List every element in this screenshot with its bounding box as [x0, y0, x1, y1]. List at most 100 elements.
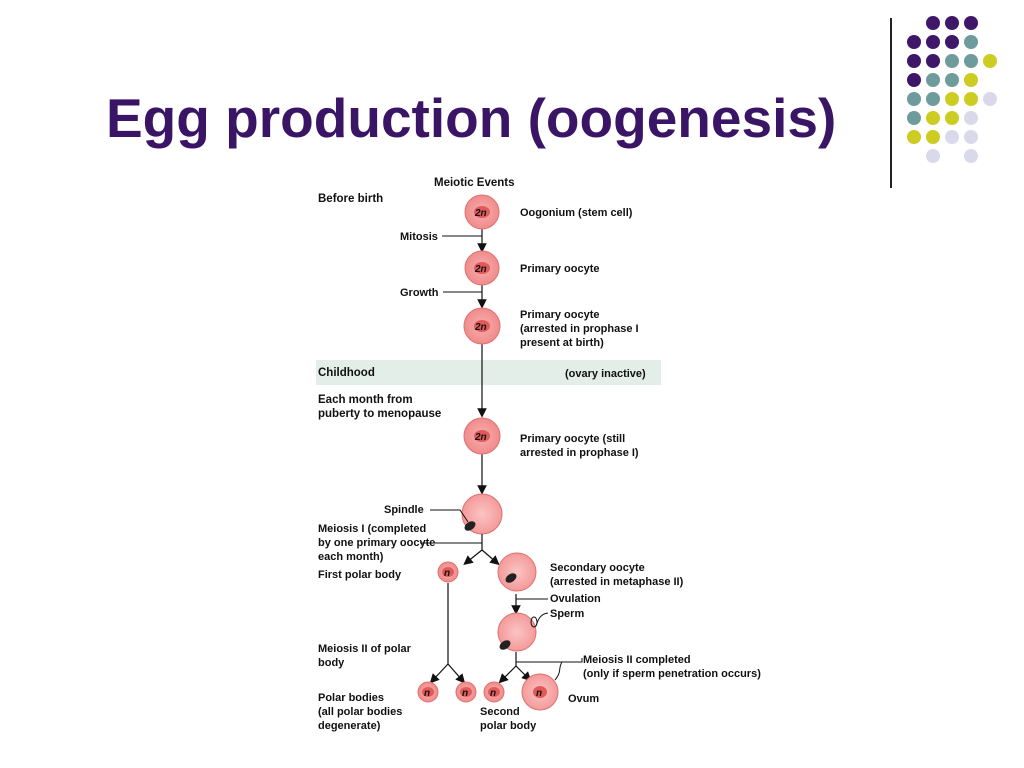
decor-dot: [964, 92, 978, 106]
oogenesis-diagram: Meiotic Events Before birth Childhood (o…: [316, 177, 761, 732]
label-meiosis2-polar-1: Meiosis II of polar: [318, 643, 412, 655]
sperm-tail: [535, 612, 549, 627]
decor-dot: [964, 111, 978, 125]
decor-dot: [926, 92, 940, 106]
label-primary-arrested-1: Primary oocyte: [520, 309, 599, 321]
cell-secondary-oocyte: [497, 552, 537, 592]
label-meiosis2-completed-2: (only if sperm penetration occurs): [583, 668, 761, 680]
mitosis-label: Mitosis: [400, 231, 438, 243]
cell-fertilizing-oocyte: [497, 612, 538, 652]
growth-label: Growth: [400, 287, 439, 299]
decor-dot: [945, 111, 959, 125]
cell-meiosis-one: [461, 493, 503, 535]
svg-text:n: n: [444, 568, 450, 579]
decor-dot: [926, 111, 940, 125]
decor-dot: [926, 16, 940, 30]
label-ovulation: Ovulation: [550, 593, 601, 605]
svg-text:n: n: [490, 688, 496, 699]
decor-dot: [964, 54, 978, 68]
decor-dot: [964, 16, 978, 30]
label-secondary-2: (arrested in metaphase II): [550, 576, 684, 588]
decor-dot: [926, 35, 940, 49]
label-second-polar-1: Second: [480, 706, 520, 718]
label-meiosis1-1: Meiosis I (completed: [318, 523, 426, 535]
stage-childhood: Childhood: [318, 367, 375, 379]
label-meiosis1-2: by one primary oocyte: [318, 537, 435, 549]
decor-dot: [926, 130, 940, 144]
label-primary-still-2: arrested in prophase I): [520, 447, 639, 459]
svg-text:2n: 2n: [474, 208, 487, 219]
label-primary-still-1: Primary oocyte (still: [520, 433, 625, 445]
arrow-to-first-polar: [463, 549, 483, 565]
svg-text:n: n: [536, 688, 542, 699]
decor-dot: [964, 35, 978, 49]
label-primary-arrested-3: present at birth): [520, 337, 604, 349]
label-first-polar-body: First polar body: [318, 569, 402, 581]
arrow-ovum: [515, 665, 532, 682]
slide-title: Egg production (oogenesis): [106, 87, 837, 149]
cell-oogonium: 2n: [464, 194, 500, 230]
meiotic-events-header: Meiotic Events: [434, 177, 515, 189]
meiosis2-completed-pointer: [516, 658, 583, 663]
decor-dot: [945, 35, 959, 49]
spindle-pointer: [430, 509, 469, 523]
cell-first-polar-body: n: [437, 561, 459, 583]
decor-dot: [983, 54, 997, 68]
stage-before-birth: Before birth: [318, 193, 383, 205]
stage-monthly-2: puberty to menopause: [318, 408, 441, 420]
decor-dot: [964, 130, 978, 144]
arrow-polar-right: [447, 663, 466, 684]
decor-dot: [945, 130, 959, 144]
svg-text:n: n: [424, 688, 430, 699]
decor-dot: [964, 149, 978, 163]
decor-dot: [964, 73, 978, 87]
label-secondary-1: Secondary oocyte: [550, 562, 645, 574]
decorative-dot-grid: [905, 12, 1015, 172]
svg-text:n: n: [462, 688, 468, 699]
label-oogonium: Oogonium (stem cell): [520, 207, 633, 219]
label-second-polar-2: polar body: [480, 720, 537, 732]
decor-dot: [926, 73, 940, 87]
arrow-to-secondary: [481, 549, 500, 566]
stage-monthly-1: Each month from: [318, 394, 413, 406]
label-primary-oocyte: Primary oocyte: [520, 263, 599, 275]
label-primary-arrested-2: (arrested in prophase I: [520, 323, 639, 335]
divider-line: [890, 18, 892, 188]
label-polar-bodies-1: Polar bodies: [318, 692, 384, 704]
decor-dot: [945, 73, 959, 87]
decor-dot: [945, 92, 959, 106]
decor-dot: [983, 92, 997, 106]
svg-text:2n: 2n: [474, 432, 487, 443]
svg-text:2n: 2n: [474, 322, 487, 333]
arrow-second-polar: [498, 665, 517, 684]
decor-dot: [945, 54, 959, 68]
cell-second-polar-body: n: [483, 681, 505, 703]
cell-primary-oocyte-2: 2n: [463, 307, 501, 345]
label-ovum: Ovum: [568, 693, 599, 705]
label-polar-bodies-3: degenerate): [318, 720, 381, 732]
cell-primary-oocyte-1: 2n: [464, 250, 500, 286]
label-polar-bodies-2: (all polar bodies: [318, 706, 402, 718]
ovary-inactive-label: (ovary inactive): [565, 368, 646, 380]
label-spindle: Spindle: [384, 504, 424, 516]
label-meiosis2-completed-1: Meiosis II completed: [583, 654, 691, 666]
arrow-polar-left: [429, 663, 449, 684]
label-meiosis1-3: each month): [318, 551, 384, 563]
label-sperm: Sperm: [550, 608, 584, 620]
decor-dot: [907, 111, 921, 125]
childhood-band: [316, 360, 661, 385]
decor-dot: [907, 73, 921, 87]
cell-primary-oocyte-3: 2n: [463, 417, 501, 455]
decor-dot: [907, 92, 921, 106]
decor-dot: [907, 130, 921, 144]
cell-polar-body-1: n: [417, 681, 439, 703]
decor-dot: [907, 54, 921, 68]
decor-dot: [926, 149, 940, 163]
svg-text:2n: 2n: [474, 264, 487, 275]
cell-ovum: n: [521, 661, 563, 711]
cell-polar-body-2: n: [455, 681, 477, 703]
decor-dot: [945, 16, 959, 30]
decor-dot: [907, 35, 921, 49]
label-meiosis2-polar-2: body: [318, 657, 345, 669]
decor-dot: [926, 54, 940, 68]
